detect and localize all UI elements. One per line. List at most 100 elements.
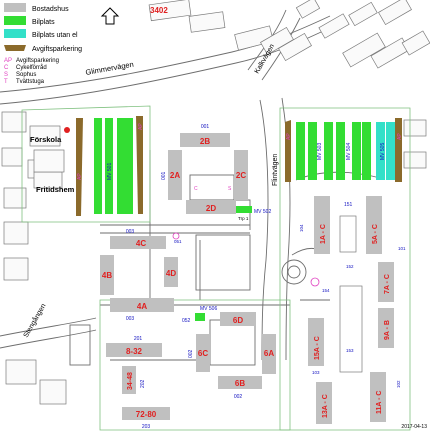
legend-swatch-parking-no-el (4, 29, 26, 38)
building-9A-B (378, 308, 394, 348)
street-flintvagen: Flintvägen (272, 154, 279, 186)
building-7A-C (378, 262, 394, 302)
school-marker-icon (64, 127, 70, 133)
legend-code-s: S (4, 72, 8, 78)
code-052: 052 (182, 318, 191, 324)
symbol-S: S (228, 186, 232, 192)
building-6B (218, 376, 262, 389)
code-003: 003 (126, 229, 135, 235)
building-label-1A-C: 1A - C (320, 224, 327, 244)
property-boundaries (21, 105, 411, 431)
legend-text-t: Tvättstuga (16, 79, 45, 85)
building-6C (196, 334, 210, 372)
building-label-15A-C: 15A - C (314, 336, 321, 360)
building-label-2D: 2D (206, 204, 216, 213)
legend-text-s: Sophus (16, 72, 36, 78)
building-label-7A-C: 7A - C (384, 274, 391, 294)
parking-row (105, 118, 113, 214)
building-label-11A-C: 11A - C (376, 391, 383, 414)
street-stengangen: Stengången (22, 302, 48, 339)
parking-row (94, 118, 102, 214)
label-mv505: MV 505 (380, 143, 386, 160)
parking-mv506 (195, 313, 205, 321)
building-label-34-48: 34-48 (127, 372, 134, 390)
code-102: 102 (396, 380, 401, 388)
parking-row-no-el (386, 122, 395, 180)
building-label-4B: 4B (102, 271, 112, 280)
building-1A-C (314, 196, 330, 254)
building-8-32 (106, 343, 162, 357)
parking-row (362, 122, 371, 180)
code-001: 001 (161, 171, 167, 180)
code-202: 202 (140, 379, 146, 388)
code-152: 152 (346, 264, 354, 269)
block-6: 6D 6C 6A 6B 002 002 (188, 312, 276, 400)
paid-parking-bar (395, 118, 402, 182)
legend-label-parking-no-el: Bilplats utan el (32, 32, 78, 39)
building-15A-C (308, 318, 324, 366)
building-label-2A: 2A (170, 171, 180, 180)
parking-mv502 (236, 206, 252, 213)
building-label-72-80: 72-80 (136, 410, 157, 419)
school-area: Förskola Fritidshem (30, 127, 75, 194)
building-4B (100, 255, 114, 295)
building-label-4D: 4D (166, 269, 176, 278)
block-4: 003 4C 051 4B 4D 4A 003 052 MV 506 (100, 229, 217, 324)
legend-code-c: C (4, 65, 9, 71)
parking-row (125, 118, 133, 214)
legend-swatch-parking (4, 16, 26, 25)
label-mv502: MV 502 (254, 209, 271, 215)
parking-ne: MV 503 MV 504 MV 505 AP AP (285, 118, 403, 182)
symbol-marker (172, 232, 180, 240)
parking-row (296, 122, 305, 180)
building-label-6A: 6A (264, 349, 274, 358)
building-label-4A: 4A (137, 302, 147, 311)
label-ap: AP (397, 133, 403, 140)
symbol-C: C (194, 186, 198, 192)
building-label-2C: 2C (236, 171, 246, 180)
building-label-6B: 6B (235, 379, 245, 388)
building-13A-C (316, 382, 332, 424)
block-2: 2B 2A 2C 2D 001 001 MV 502 Trp 1 C S (161, 124, 271, 221)
building-4A (110, 298, 174, 312)
code-201: 201 (134, 336, 143, 342)
building-label-13A-C: 13A - C (322, 394, 329, 418)
building-4C (110, 236, 166, 249)
code-104: 104 (299, 224, 304, 232)
code-101: 101 (398, 246, 406, 251)
label-mv506: MV 506 (200, 306, 217, 312)
parking-nw: MV 501 AP AP (76, 116, 144, 216)
parking-row (308, 122, 317, 180)
building-6A (262, 334, 276, 374)
parking-row-no-el (376, 122, 385, 180)
code-203: 203 (142, 424, 151, 430)
legend-swatch-paid-parking (4, 45, 26, 51)
legend-code-ap: AP (4, 58, 12, 64)
building-6D (220, 312, 256, 326)
building-72-80 (122, 407, 170, 420)
parking-row (352, 122, 361, 180)
code-051: 051 (174, 239, 182, 244)
code-002: 002 (234, 394, 243, 400)
paid-parking-bar (76, 118, 83, 216)
building-3A-C (339, 215, 357, 253)
code-001: 001 (201, 124, 210, 130)
code-103: 103 (312, 370, 320, 375)
label-ap: AP (286, 133, 292, 140)
north-arrow-icon (100, 7, 120, 25)
building-label-6C: 6C (198, 349, 208, 358)
map-date: 2017-04-13 (401, 424, 427, 430)
parking-row (324, 122, 333, 180)
building-label-6D: 6D (233, 316, 243, 325)
building-2D (186, 200, 236, 214)
label-mv501: MV 501 (107, 163, 113, 180)
paid-parking-bar (285, 120, 291, 182)
paid-parking-bar (136, 116, 143, 214)
label-mv504: MV 504 (346, 143, 352, 160)
building-label-8-32: 8-32 (126, 347, 143, 356)
label-trp1: Trp 1 (238, 216, 249, 221)
map-id: 3402 (150, 6, 168, 15)
building-2B (180, 133, 230, 147)
